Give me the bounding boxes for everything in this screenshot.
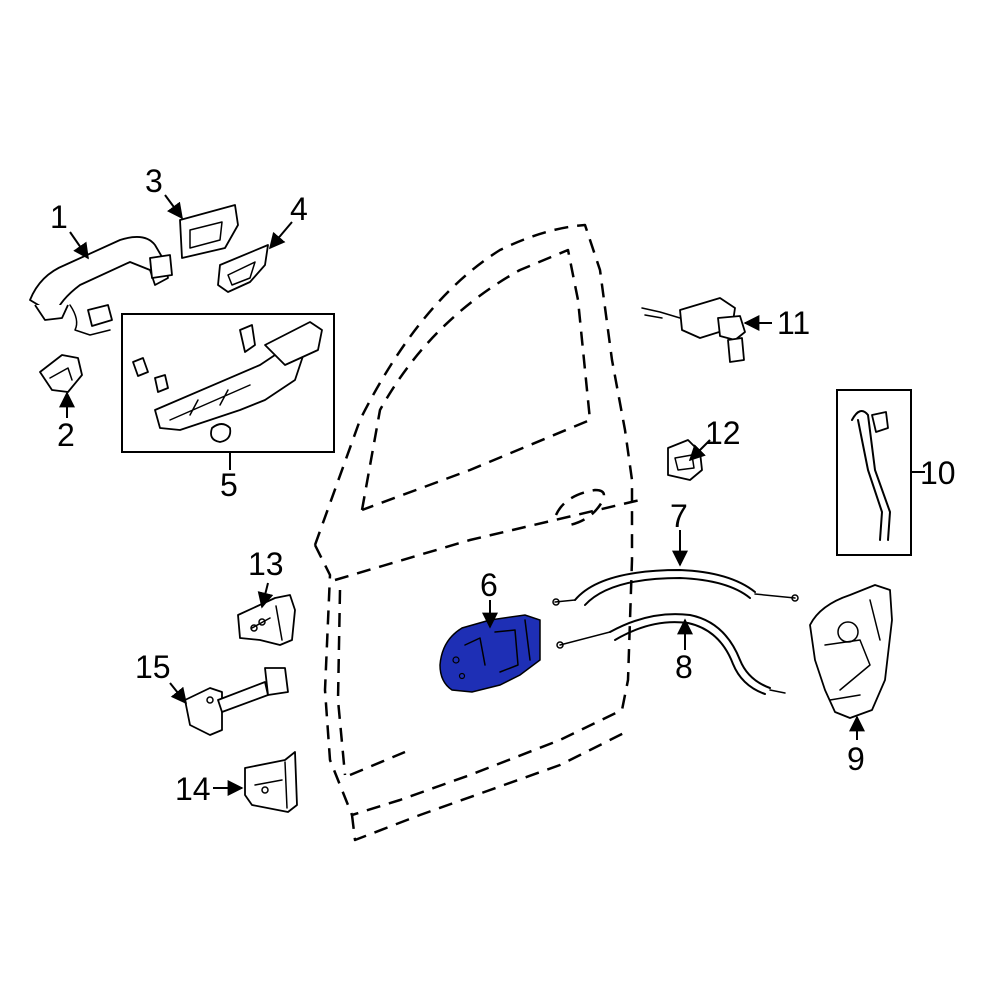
lower-hinge-part bbox=[244, 751, 298, 813]
callout-14: 14 bbox=[175, 771, 211, 807]
door-latch-assembly-part bbox=[809, 584, 893, 719]
callout-leaders bbox=[59, 194, 925, 796]
handle-base-part bbox=[179, 204, 239, 259]
key-cylinder-part bbox=[641, 297, 746, 363]
callout-13: 13 bbox=[248, 546, 284, 582]
callout-10: 10 bbox=[920, 455, 956, 491]
door-outline bbox=[313, 223, 641, 842]
lower-cable-part bbox=[556, 613, 786, 695]
callout-7: 7 bbox=[670, 498, 688, 534]
callout-8: 8 bbox=[675, 649, 693, 685]
upper-hinge-part bbox=[237, 594, 296, 646]
lock-rod-part bbox=[851, 410, 891, 541]
handle-cap-part bbox=[39, 354, 83, 393]
callout-4: 4 bbox=[290, 191, 308, 227]
handle-pad-part bbox=[217, 244, 269, 293]
callout-9: 9 bbox=[847, 741, 865, 777]
callout-3: 3 bbox=[145, 163, 163, 199]
striker-part bbox=[667, 439, 703, 481]
callout-labels: 1 2 3 4 5 6 7 8 9 10 11 12 13 14 15 bbox=[50, 163, 956, 807]
callout-2: 2 bbox=[57, 417, 75, 453]
callout-12: 12 bbox=[705, 415, 741, 451]
callout-1: 1 bbox=[50, 199, 68, 235]
callout-11: 11 bbox=[777, 305, 810, 341]
handle-frame-part bbox=[132, 321, 323, 443]
inside-door-handle-highlighted-part bbox=[439, 614, 541, 693]
door-check-part bbox=[184, 667, 289, 736]
handle-frame-box bbox=[121, 313, 335, 453]
upper-cable-part bbox=[552, 569, 799, 606]
callout-15: 15 bbox=[135, 649, 171, 685]
callout-5: 5 bbox=[220, 467, 238, 503]
callout-6: 6 bbox=[480, 567, 498, 603]
outside-door-handle-part bbox=[29, 236, 173, 336]
